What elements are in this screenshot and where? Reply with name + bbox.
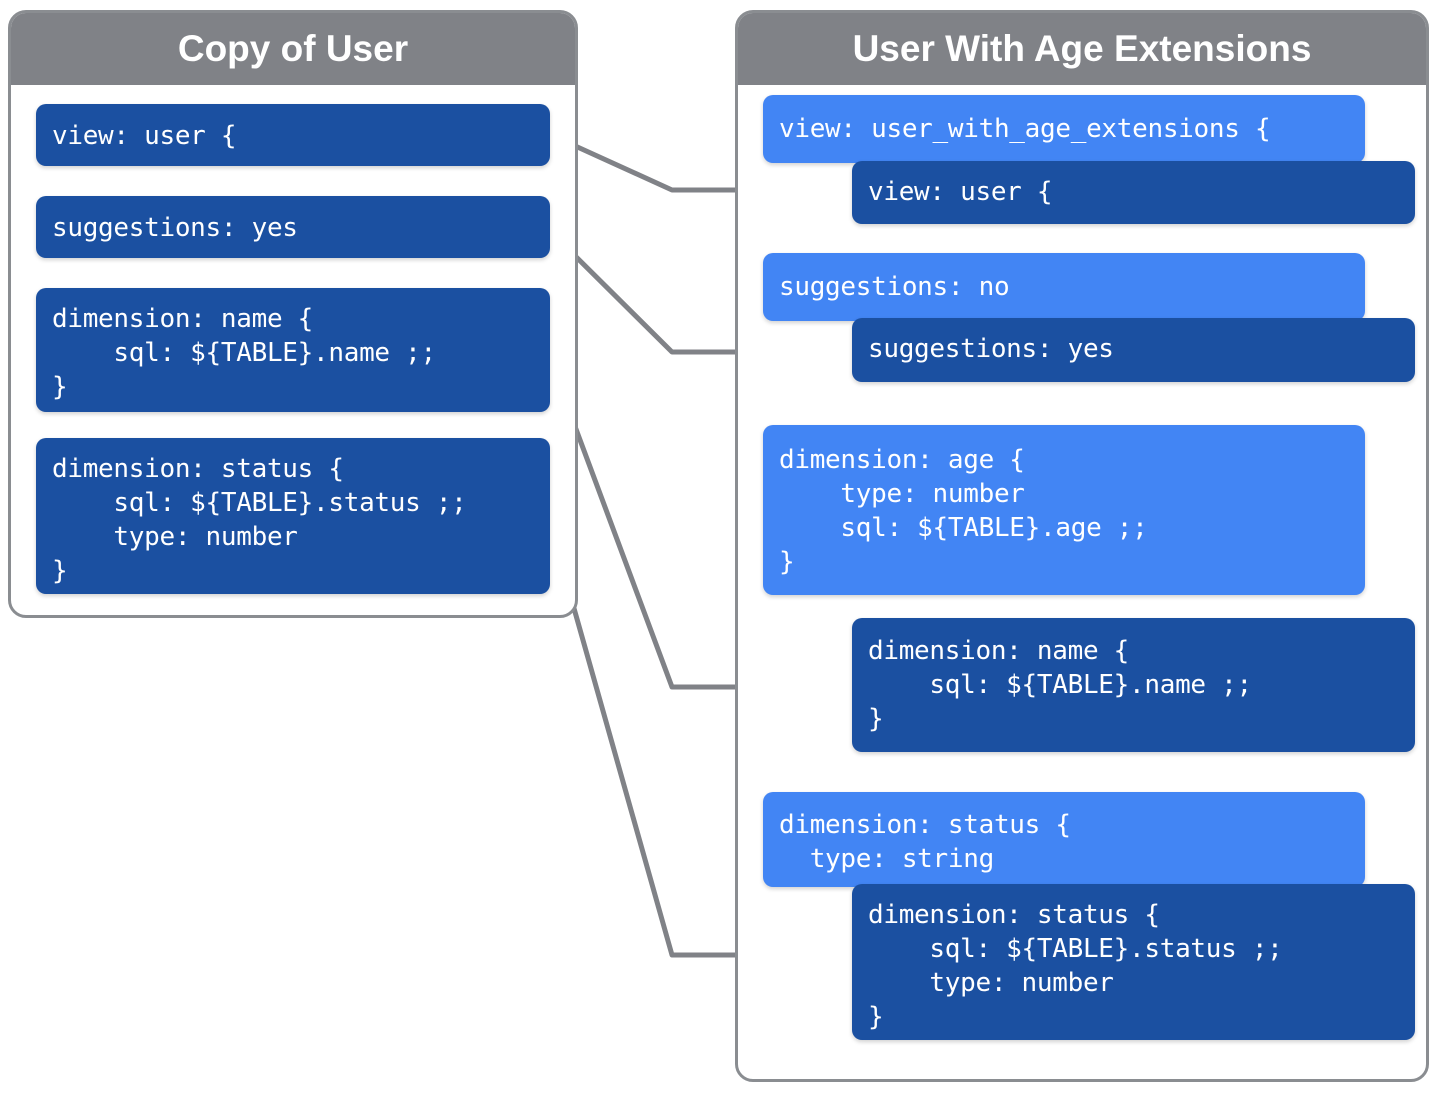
right-block-suggestions-base[interactable]: suggestions: yes bbox=[852, 318, 1415, 382]
right-block-dimension-status-base[interactable]: dimension: status { sql: ${TABLE}.status… bbox=[852, 884, 1415, 1040]
right-block-dimension-name-base[interactable]: dimension: name { sql: ${TABLE}.name ;; … bbox=[852, 618, 1415, 752]
left-block-dimension-status[interactable]: dimension: status { sql: ${TABLE}.status… bbox=[36, 438, 550, 594]
right-block-dimension-age[interactable]: dimension: age { type: number sql: ${TAB… bbox=[763, 425, 1365, 595]
panel-right-title: User With Age Extensions bbox=[738, 13, 1426, 85]
left-block-suggestions[interactable]: suggestions: yes bbox=[36, 196, 550, 258]
left-block-view[interactable]: view: user { bbox=[36, 104, 550, 166]
right-block-view-base[interactable]: view: user { bbox=[852, 161, 1415, 224]
left-block-dimension-name[interactable]: dimension: name { sql: ${TABLE}.name ;; … bbox=[36, 288, 550, 412]
panel-left-title: Copy of User bbox=[11, 13, 575, 85]
right-block-suggestions-override[interactable]: suggestions: no bbox=[763, 253, 1365, 321]
right-block-view-override[interactable]: view: user_with_age_extensions { bbox=[763, 95, 1365, 163]
right-block-dimension-status-override[interactable]: dimension: status { type: string bbox=[763, 792, 1365, 887]
